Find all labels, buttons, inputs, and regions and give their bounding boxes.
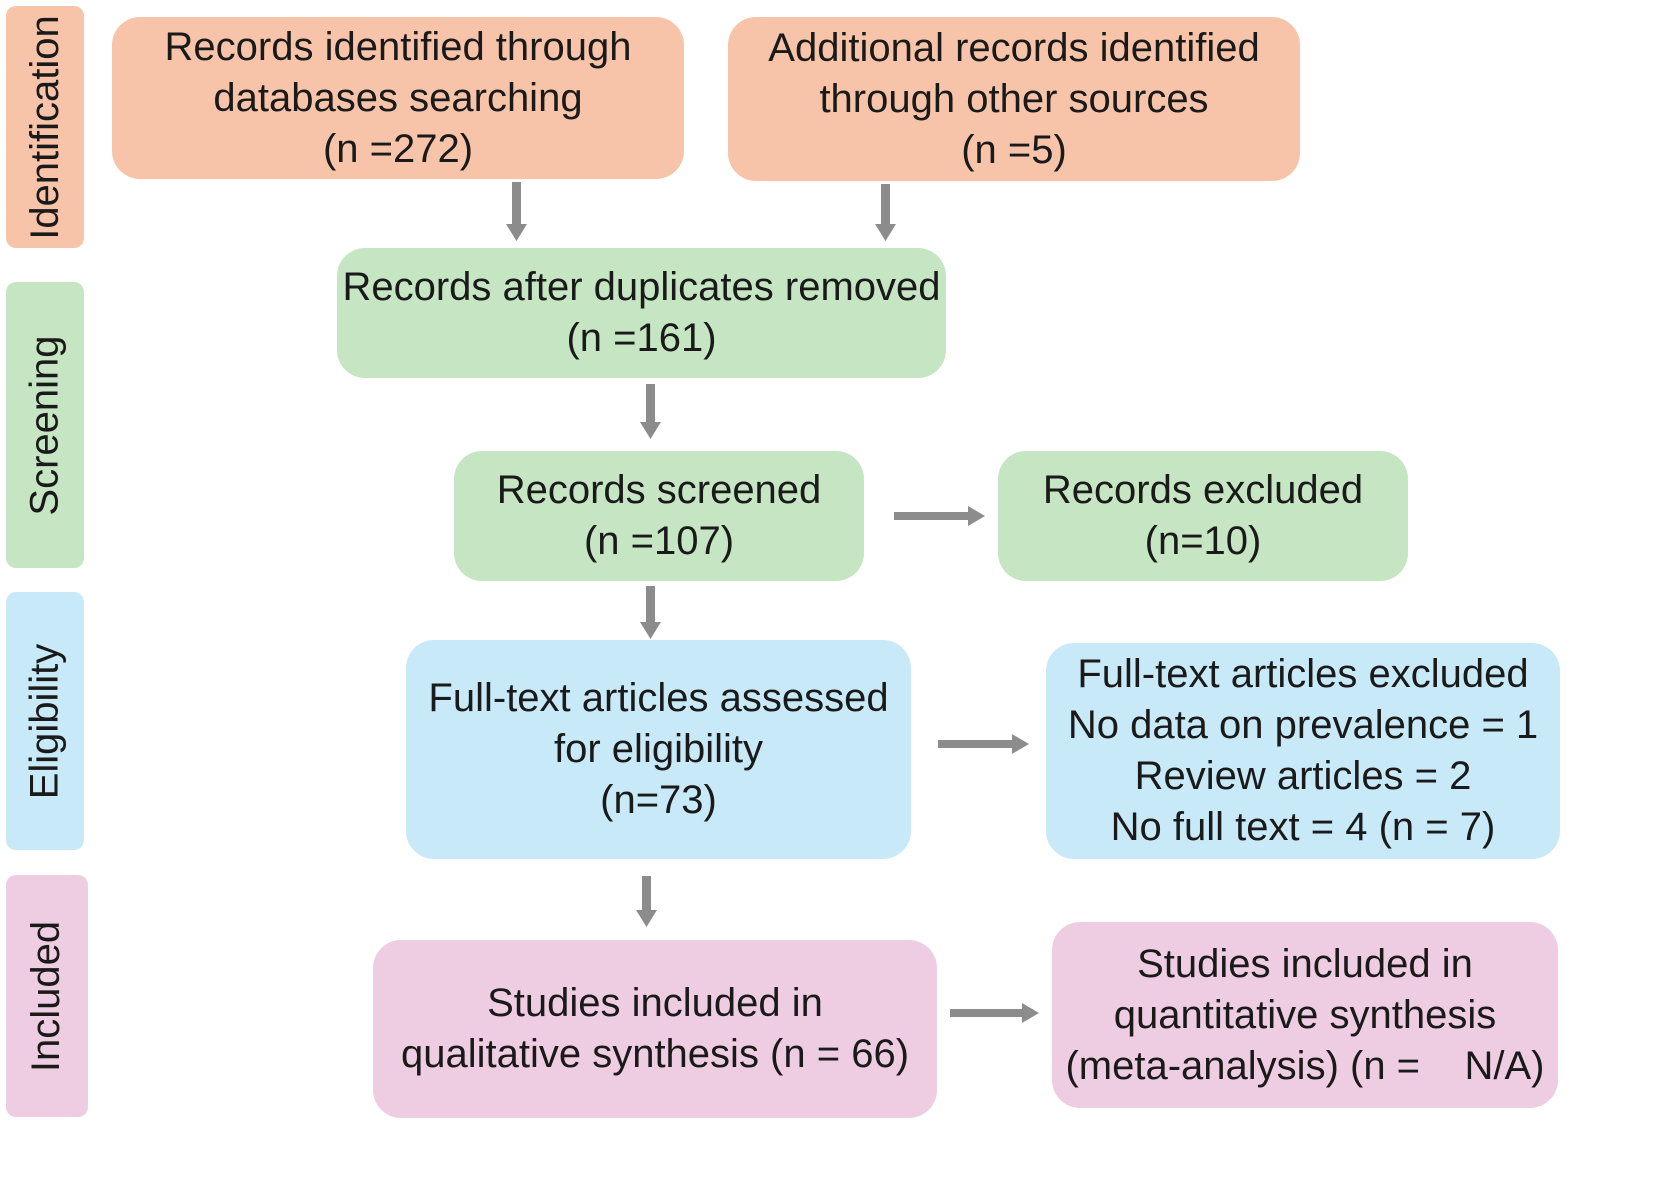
db-records-line-2: databases searching xyxy=(213,75,583,120)
qualitative-synthesis-line-2: qualitative synthesis (n = 66) xyxy=(400,1032,910,1076)
fulltext-excluded-line-2: No data on prevalence = 1 xyxy=(1067,703,1539,747)
after-duplicates-count: (n =161) xyxy=(566,316,717,360)
quantitative-synthesis-line-2: quantitative synthesis xyxy=(1113,992,1497,1037)
fulltext-assessed-line-2: for eligibility xyxy=(554,727,763,771)
arrow-duplicates-to-screened xyxy=(640,384,661,439)
fulltext-assessed-box: Full-text articles assessed for eligibil… xyxy=(406,640,911,859)
fulltext-assessed-count: (n=73) xyxy=(600,778,717,822)
quantitative-synthesis-box: Studies included in quantitative synthes… xyxy=(1052,922,1558,1108)
records-screened-line-1: Records screened xyxy=(496,468,822,512)
fulltext-excluded-line-3: Review articles = 2 xyxy=(1134,754,1472,798)
db-records-line-1: Records identified through xyxy=(164,24,632,69)
fulltext-excluded-line-1: Full-text articles excluded xyxy=(1077,652,1529,696)
quantitative-synthesis-line-3: (meta-analysis) (n = N/A) xyxy=(1065,1043,1545,1088)
arrow-fulltext-to-excluded xyxy=(938,734,1029,754)
after-duplicates-line-1: Records after duplicates removed xyxy=(342,265,941,309)
records-excluded-line-1: Records excluded xyxy=(1042,468,1364,512)
after-duplicates-box: Records after duplicates removed (n =161… xyxy=(337,248,946,378)
arrow-screened-to-excluded xyxy=(894,506,985,526)
other-records-count: (n =5) xyxy=(961,127,1067,172)
qualitative-synthesis-line-1: Studies included in xyxy=(487,981,823,1025)
phase-identification: Identification xyxy=(6,6,84,248)
other-records-box: Additional records identified through ot… xyxy=(728,17,1300,181)
qualitative-synthesis-box: Studies included in qualitative synthesi… xyxy=(373,940,937,1118)
records-screened-box: Records screened (n =107) xyxy=(454,451,864,581)
phase-included: Included xyxy=(6,875,88,1117)
arrow-fulltext-to-qualitative xyxy=(636,876,657,927)
arrow-screened-to-fulltext xyxy=(640,586,661,639)
arrow-db-to-duplicates xyxy=(506,182,527,241)
db-records-count: (n =272) xyxy=(322,126,474,171)
fulltext-excluded-line-4: No full text = 4 (n = 7) xyxy=(1110,805,1496,849)
fulltext-excluded-box: Full-text articles excluded No data on p… xyxy=(1046,643,1560,859)
other-records-line-2: through other sources xyxy=(819,76,1209,121)
fulltext-assessed-line-1: Full-text articles assessed xyxy=(428,676,889,720)
records-excluded-count: (n=10) xyxy=(1144,519,1262,563)
records-excluded-box: Records excluded (n=10) xyxy=(998,451,1408,581)
arrow-other-to-duplicates xyxy=(875,184,896,241)
arrow-qualitative-to-quantitative xyxy=(950,1003,1039,1023)
records-screened-count: (n =107) xyxy=(583,519,735,563)
other-records-line-1: Additional records identified xyxy=(768,25,1260,70)
db-records-box: Records identified through databases sea… xyxy=(112,17,684,179)
phase-eligibility: Eligibility xyxy=(6,592,84,850)
quantitative-synthesis-line-1: Studies included in xyxy=(1137,941,1473,986)
phase-screening: Screening xyxy=(6,282,84,568)
